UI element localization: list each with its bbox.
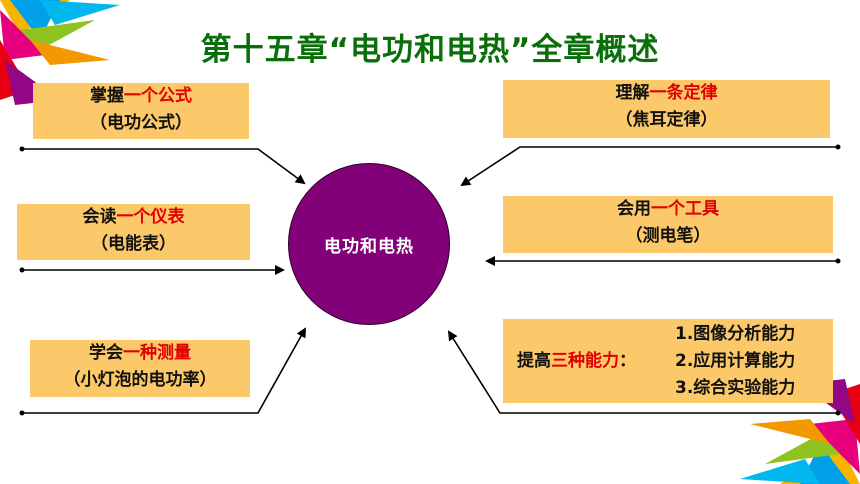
- ability-item: 3.综合实验能力: [675, 378, 796, 398]
- box-meter: 会读一个仪表 （电能表）: [17, 204, 250, 260]
- center-label: 电功和电热: [324, 236, 414, 257]
- top-left-decoration: [0, 0, 120, 105]
- center-topic: 电功和电热: [288, 163, 450, 325]
- page-title: 第十五章“电功和电热”全章概述: [200, 32, 660, 68]
- box-formula: 掌握一个公式 （电功公式）: [33, 83, 249, 139]
- box-abilities: 提高三种能力： 1.图像分析能力 2.应用计算能力 3.综合实验能力: [503, 319, 833, 403]
- ability-heading: 提高三种能力：: [517, 351, 636, 371]
- ability-item: 1.图像分析能力: [675, 324, 796, 344]
- box-tool: 会用一个工具 （测电笔）: [503, 196, 833, 253]
- connector-ability: [447, 330, 841, 416]
- connector-measure: [19, 327, 306, 416]
- connector-law: [460, 144, 841, 187]
- box-law: 理解一条定律 （焦耳定律）: [503, 80, 830, 138]
- ability-list: 1.图像分析能力 2.应用计算能力 3.综合实验能力: [675, 321, 795, 402]
- box-measurement: 学会一种测量 （小灯泡的电功率）: [30, 340, 250, 397]
- ability-item: 2.应用计算能力: [675, 351, 796, 371]
- connector-formula: [19, 146, 306, 185]
